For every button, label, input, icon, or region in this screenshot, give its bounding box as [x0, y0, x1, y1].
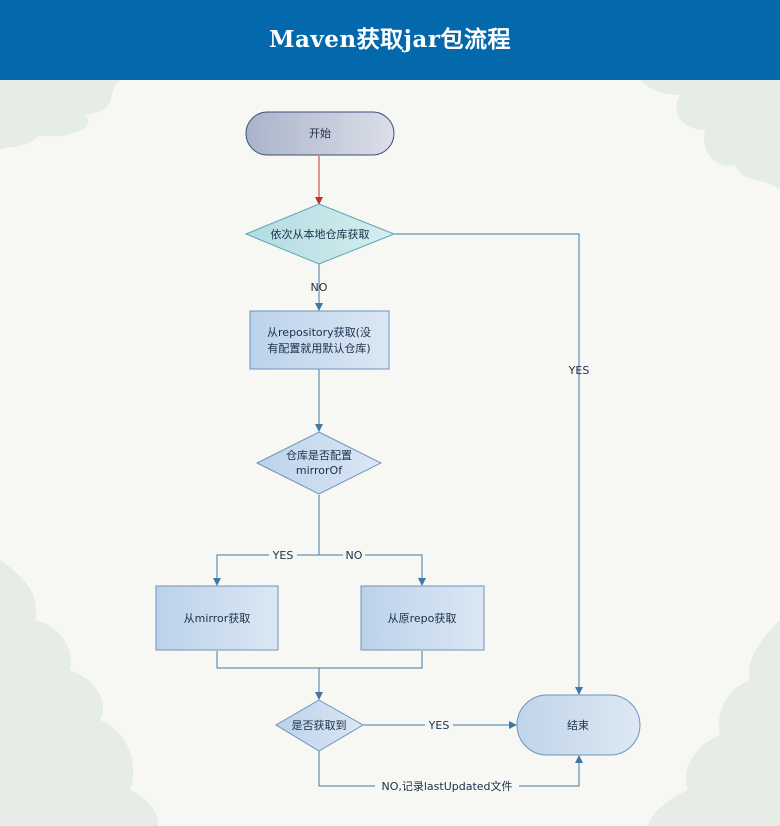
- page-title: Maven获取jar包流程: [269, 26, 511, 53]
- node-local-repo-label: 依次从本地仓库获取: [271, 227, 370, 241]
- node-fetched-check: 是否获取到: [275, 699, 364, 752]
- label-mirror-yes: YES: [272, 549, 294, 562]
- label-fetched-no: NO,记录lastUpdated文件: [381, 779, 512, 793]
- node-start-label: 开始: [309, 126, 331, 140]
- edges: [213, 156, 583, 787]
- edge-local-yes: [394, 233, 583, 695]
- decorative-leaves: [0, 80, 780, 826]
- node-end: 结束: [516, 694, 641, 756]
- node-mirror-check-line1: 仓库是否配置: [286, 448, 352, 462]
- node-mirror-check: 仓库是否配置 mirrorOf: [255, 431, 383, 495]
- node-from-repository-line2: 有配置就用默认仓库): [267, 341, 370, 355]
- node-local-repo: 依次从本地仓库获取: [244, 203, 396, 265]
- node-from-origin: 从原repo获取: [360, 585, 485, 651]
- label-mirror-no: NO: [346, 549, 363, 562]
- edge-labels: NO YES YES NO YES NO,记录lastUpdated文件: [269, 281, 589, 793]
- node-mirror-check-line2: mirrorOf: [296, 464, 343, 477]
- edge-mirror-yes: [213, 554, 319, 586]
- node-from-mirror-label: 从mirror获取: [184, 612, 251, 625]
- header-bar: [0, 0, 780, 80]
- node-fetched-check-label: 是否获取到: [292, 719, 347, 732]
- node-from-repository: 从repository获取(没 有配置就用默认仓库): [249, 310, 390, 370]
- label-local-no: NO: [311, 281, 328, 294]
- node-start: 开始: [245, 111, 395, 156]
- edge-merge: [216, 651, 423, 669]
- edge-mirror-no: [319, 554, 426, 586]
- node-end-label: 结束: [567, 719, 589, 732]
- label-local-yes: YES: [568, 364, 590, 377]
- node-from-mirror: 从mirror获取: [155, 585, 279, 651]
- node-from-origin-label: 从原repo获取: [388, 612, 457, 625]
- node-from-repository-line1: 从repository获取(没: [267, 326, 371, 339]
- label-fetched-yes: YES: [428, 719, 450, 732]
